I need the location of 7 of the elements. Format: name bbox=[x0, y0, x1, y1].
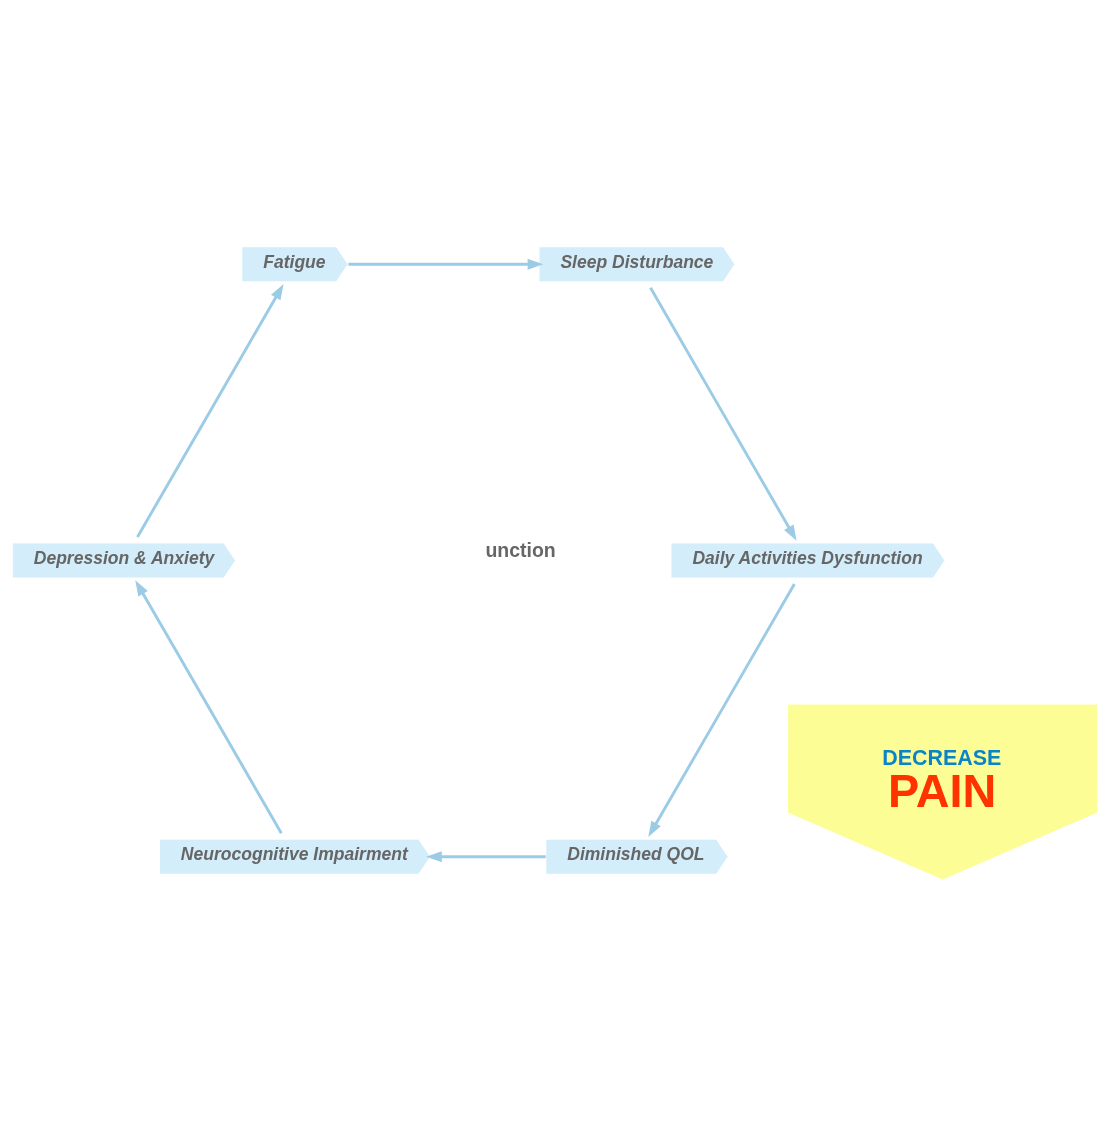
arrow bbox=[135, 580, 283, 834]
label: unction bbox=[485, 538, 556, 561]
arrow bbox=[348, 258, 544, 270]
arrow bbox=[136, 283, 284, 538]
arrow bbox=[648, 583, 796, 838]
arrow bbox=[426, 851, 546, 863]
arrow bbox=[649, 287, 797, 541]
